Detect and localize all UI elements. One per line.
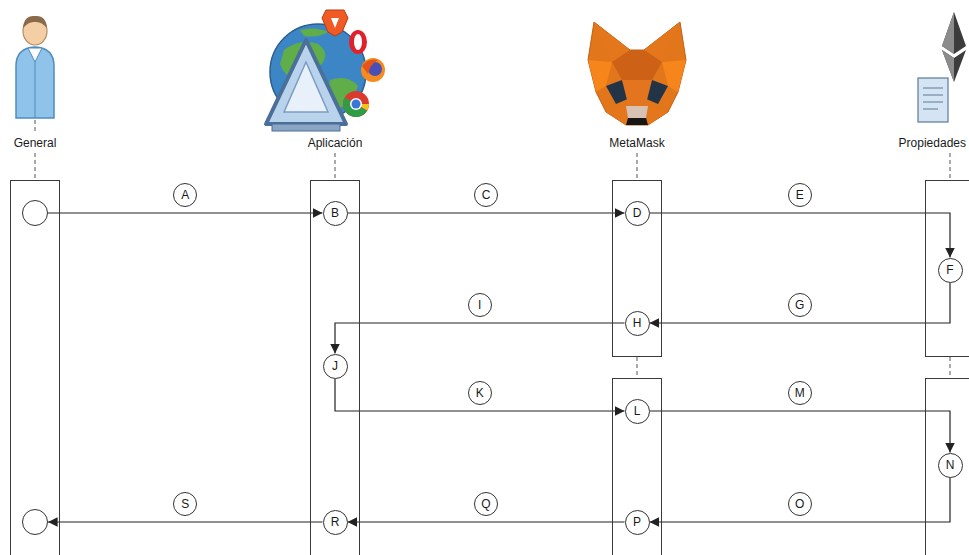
message-label: I bbox=[478, 298, 481, 312]
step-circle: N bbox=[938, 453, 963, 478]
message-label: O bbox=[795, 497, 804, 511]
step-letter: J bbox=[332, 359, 338, 373]
message-arrow bbox=[650, 283, 951, 324]
message-arrow bbox=[348, 212, 625, 213]
lifeline: AplicaciónBJR bbox=[310, 180, 360, 555]
step-circle: D bbox=[625, 201, 650, 226]
step-letter: F bbox=[946, 263, 953, 277]
endpoint-circle bbox=[23, 201, 48, 226]
activation-bar bbox=[311, 181, 360, 555]
message-label-circle: K bbox=[468, 381, 492, 405]
step-circle: R bbox=[323, 510, 348, 535]
message-arrow bbox=[48, 521, 323, 522]
user-icon bbox=[16, 16, 54, 118]
message-label-circle: Q bbox=[474, 492, 498, 516]
step-letter: H bbox=[633, 316, 642, 330]
step-letter: N bbox=[946, 458, 955, 472]
lifeline-dash bbox=[637, 357, 638, 378]
message-label-circle: C bbox=[474, 183, 498, 207]
lifeline-dash bbox=[335, 153, 336, 180]
lifeline-name: Propiedades bbox=[899, 136, 966, 150]
step-circle: P bbox=[625, 510, 650, 535]
lifeline-dash bbox=[35, 120, 36, 133]
lifeline: MetaMaskDHLP bbox=[612, 180, 662, 555]
activation-bar bbox=[11, 181, 60, 555]
lifeline-dash bbox=[35, 153, 36, 180]
message-label: E bbox=[796, 188, 804, 202]
step-circle: H bbox=[625, 311, 650, 336]
message-label: K bbox=[476, 386, 484, 400]
lifeline: General bbox=[10, 180, 60, 555]
activation-bar bbox=[613, 379, 662, 555]
step-circle: B bbox=[323, 201, 348, 226]
lifeline-dash bbox=[637, 153, 638, 180]
endpoint-circle bbox=[23, 510, 48, 535]
step-letter: R bbox=[331, 515, 340, 529]
message-label: G bbox=[795, 298, 804, 312]
step-letter: B bbox=[331, 206, 339, 220]
lifeline-dash bbox=[950, 153, 951, 180]
lifeline-name: General bbox=[14, 136, 57, 150]
activation-outline bbox=[10, 180, 60, 555]
message-arrow bbox=[650, 213, 951, 258]
message-arrow bbox=[650, 478, 951, 523]
message-arrow bbox=[348, 521, 625, 522]
message-label: M bbox=[795, 386, 805, 400]
message-arrow bbox=[650, 411, 951, 453]
step-circle: J bbox=[323, 354, 348, 379]
step-letter: L bbox=[634, 404, 641, 418]
message-label-circle: A bbox=[173, 183, 197, 207]
lifeline-name: MetaMask bbox=[609, 136, 664, 150]
activation-outline bbox=[925, 180, 969, 555]
lifeline: PropiedadesFN bbox=[925, 180, 969, 555]
message-label-circle: E bbox=[788, 183, 812, 207]
metamask-fox bbox=[588, 22, 686, 125]
lifeline-dash bbox=[950, 357, 951, 378]
step-letter: P bbox=[633, 515, 641, 529]
message-label-circle: G bbox=[788, 293, 812, 317]
message-label: A bbox=[181, 188, 189, 202]
message-label-circle: M bbox=[788, 381, 812, 405]
step-circle: L bbox=[625, 399, 650, 424]
lifeline-name: Aplicación bbox=[308, 136, 363, 150]
message-arrow bbox=[335, 323, 625, 354]
activation-outline bbox=[612, 180, 662, 555]
message-label: S bbox=[181, 497, 189, 511]
message-label-circle: I bbox=[468, 293, 492, 317]
message-label-circle: O bbox=[788, 492, 812, 516]
activation-bar bbox=[613, 181, 662, 357]
message-label: Q bbox=[481, 497, 490, 511]
message-arrow bbox=[335, 379, 625, 412]
message-label: C bbox=[482, 188, 491, 202]
activation-bar bbox=[926, 181, 969, 357]
application-icon bbox=[266, 10, 385, 131]
message-label-circle: S bbox=[173, 492, 197, 516]
step-circle: F bbox=[938, 258, 963, 283]
activation-bar bbox=[926, 379, 969, 555]
message-arrow bbox=[48, 212, 323, 213]
contract-icon bbox=[918, 12, 966, 122]
step-letter: D bbox=[633, 206, 642, 220]
